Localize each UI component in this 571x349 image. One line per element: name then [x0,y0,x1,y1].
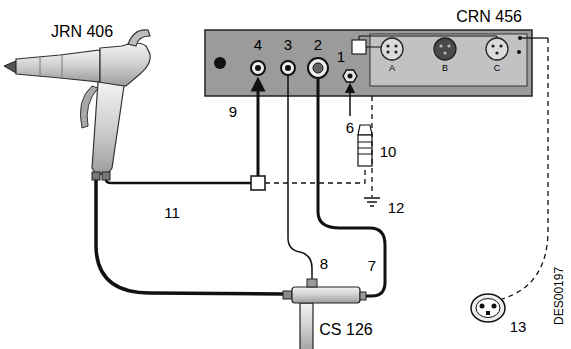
drawing-code: DES00197 [553,267,567,325]
socket-pin [495,51,498,54]
socket-pin [439,44,442,47]
port-number: 3 [284,36,292,53]
socket-pin [386,44,389,47]
plug-connector [358,125,372,166]
injector-outlet [283,291,292,299]
callout-number: 11 [164,204,180,221]
air-hose [288,76,312,279]
internal-wire [366,47,381,48]
leader-arrow [257,84,260,176]
panel-face [205,30,532,96]
plug-pin [486,311,490,315]
spray-gun [4,30,150,180]
gun-fitting [102,172,110,180]
powder-hose [96,180,283,294]
gun-handle [92,82,124,174]
control-unit-drawing [205,30,532,96]
plug-cap [358,125,372,135]
callout-number: 6 [346,119,354,136]
socket-pin [447,44,450,47]
port-pin [285,65,291,71]
callout-number: 7 [368,257,376,274]
unit-name: CRN 456 [456,8,522,26]
socket-c [486,38,508,60]
internal-wire [359,36,497,40]
socket-pin [443,51,446,54]
socket-letter: A [389,63,395,73]
earth-nut-hole [348,74,353,79]
port-number: 4 [254,36,262,53]
gun-cable [106,180,251,183]
panel-screw [517,50,521,54]
injector-body [292,287,360,303]
port-3 [281,61,295,75]
socket-pin [394,44,397,47]
gun-barrel [16,50,100,82]
port-pin [313,63,323,73]
plug-body [358,135,372,166]
callout-number: 10 [380,143,397,160]
port-number: 1 [337,48,345,65]
mains-cable [520,37,548,38]
dashed-cable [265,166,365,183]
port-2 [308,58,328,78]
leader-arrow [349,88,351,116]
plug-pin [492,304,497,309]
callout-number: 9 [229,103,237,120]
suction-tube [300,303,313,349]
part-name: CS 126 [319,321,372,339]
ground-wire [371,96,372,197]
plug-ridge [358,148,372,149]
gun-hook [128,30,150,46]
earth-nut [343,70,357,82]
injector [283,279,366,349]
air-hose [318,79,385,296]
barrel-ring [62,55,63,78]
ground-symbol [370,205,374,207]
injector-port [360,292,366,300]
socket-pin [491,44,494,47]
mains-plug [471,294,505,322]
socket-plate [370,34,527,86]
port-pin [255,65,261,71]
port-1 [352,40,366,54]
callout-number: 13 [510,318,527,335]
part-name: JRN 406 [51,23,113,41]
ground-symbol [364,197,380,199]
callout-number: 8 [320,255,328,272]
panel-switch [214,57,226,69]
plug-face [471,294,505,322]
port-number: 2 [314,36,322,53]
socket-b [434,38,456,60]
plug-face [476,299,500,318]
ground-symbol [367,201,377,203]
barrel-ring [40,57,41,76]
socket-a [381,38,403,60]
socket-pin [394,50,397,53]
junction-box [251,176,265,190]
port-4 [251,61,265,75]
injector-port [307,279,317,287]
gun-fitting [92,172,100,180]
plug-ridge [358,154,372,155]
plug-pin [480,304,485,309]
socket-pin [386,50,389,53]
gun-trigger [80,86,98,128]
control-unit: CRN 4564321ABC [205,30,532,96]
plug-ridge [358,142,372,143]
socket-letter: B [442,63,448,73]
callout-number: 12 [388,199,405,216]
gun-tip [4,61,16,73]
socket-pin [499,44,502,47]
mains-cable [502,38,548,299]
socket-letter: C [494,63,501,73]
gun-body [100,43,150,86]
